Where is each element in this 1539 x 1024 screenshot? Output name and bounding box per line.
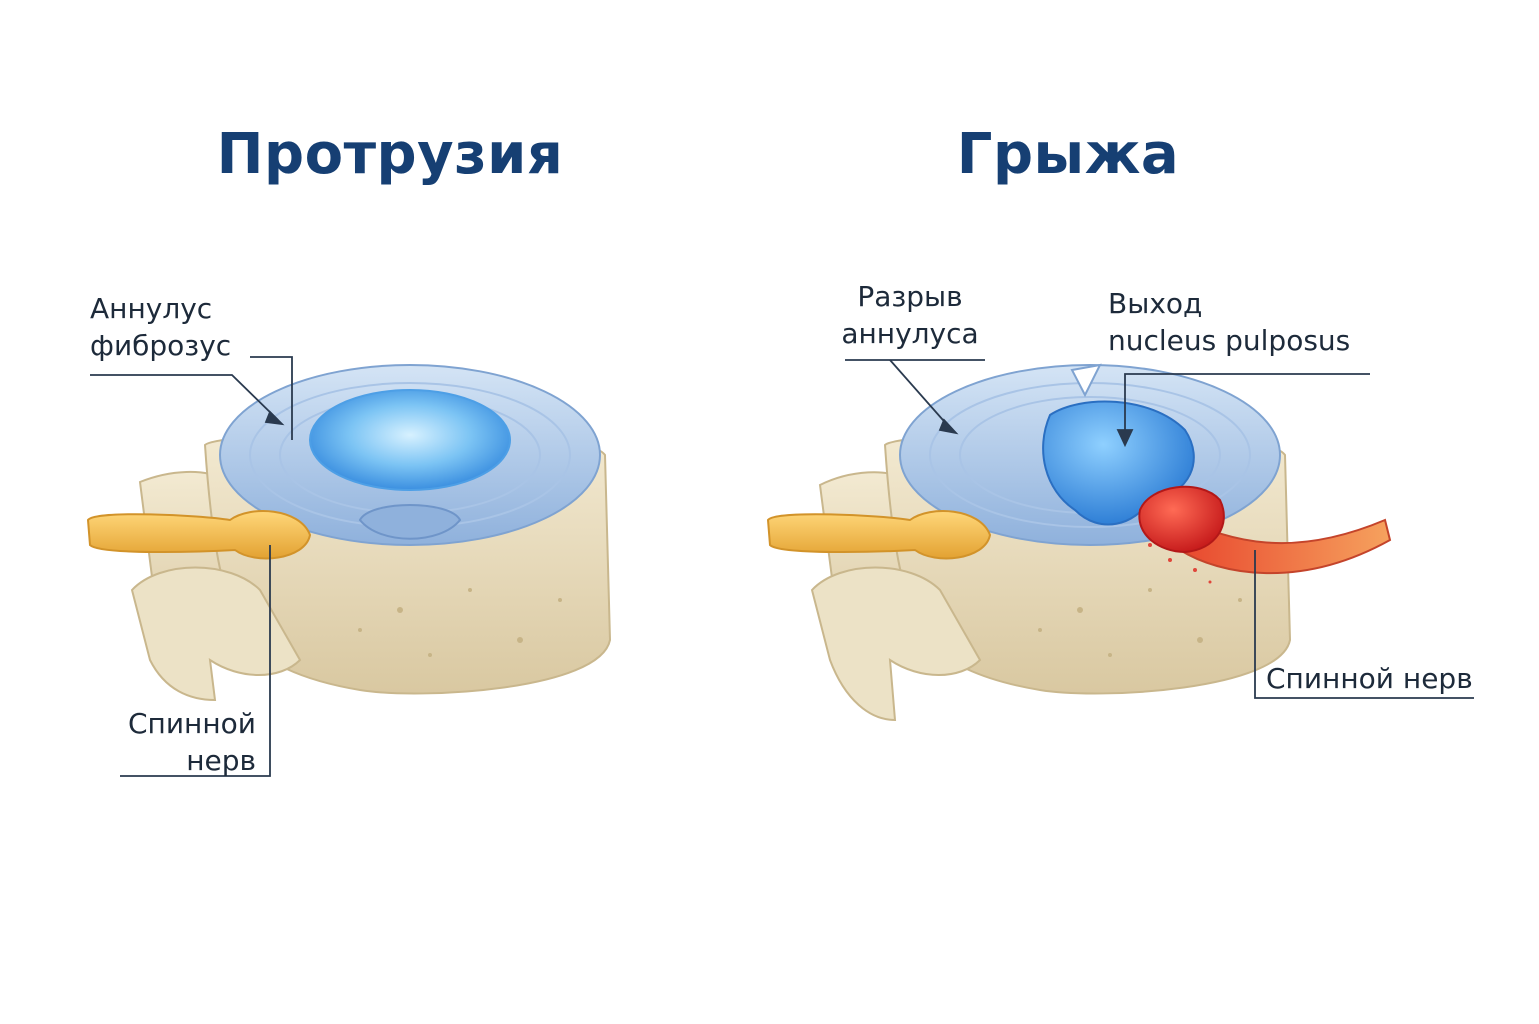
- herniation-leaders: [845, 359, 1474, 699]
- nerve-left-line1: Спинной: [128, 707, 256, 740]
- nerve-left-label: Спинной нерв: [120, 705, 256, 779]
- protrusion-leaders: [90, 356, 293, 777]
- annulus-tear-label: Разрыв аннулуса: [835, 278, 985, 352]
- nucleus-label-line2: nucleus pulposus: [1108, 324, 1351, 357]
- annulus-fibrosus-label: Аннулус фиброзус: [90, 290, 231, 364]
- herniation-nerves: [766, 485, 1392, 584]
- tear-label-line1: Разрыв: [857, 280, 963, 313]
- protrusion-disc: [219, 364, 601, 546]
- annulus-label-line1: Аннулус: [90, 292, 213, 325]
- herniation-title: Грыжа: [956, 122, 1180, 187]
- protrusion-nerve: [86, 510, 312, 560]
- protrusion-title: Протрузия: [216, 122, 564, 187]
- annulus-tear: [1070, 363, 1102, 398]
- nerve-right-label: Спинной нерв: [1266, 662, 1473, 695]
- inflamed-nerve-root: [1138, 485, 1225, 554]
- tear-label-line2: аннулуса: [841, 317, 979, 350]
- nucleus-exit-label: Выход nucleus pulposus: [1108, 285, 1350, 359]
- protrusion-nucleus: [309, 389, 511, 491]
- annulus-label-line2: фиброзус: [90, 329, 232, 362]
- nucleus-label-line1: Выход: [1108, 287, 1203, 320]
- nerve-left-line2: нерв: [186, 744, 256, 777]
